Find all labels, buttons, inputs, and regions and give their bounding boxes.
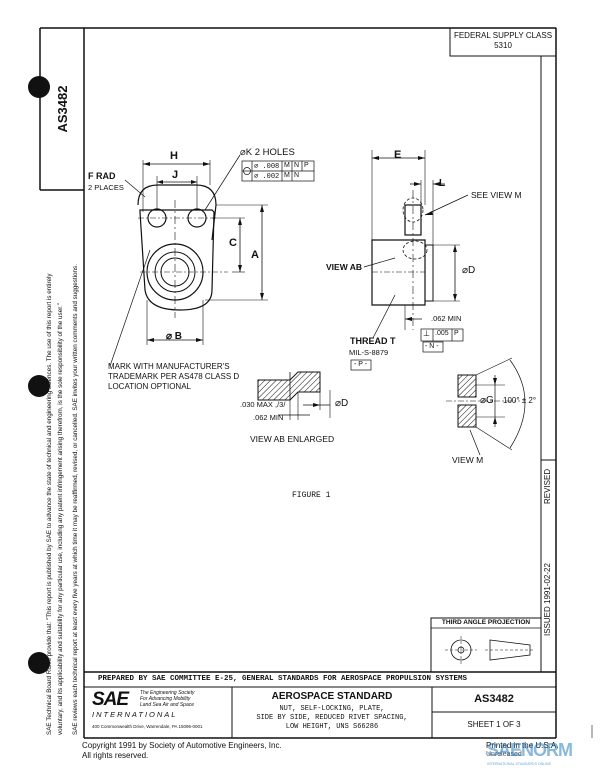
label-062-min: .062 MIN [431,314,462,323]
mark-note-line-3: LOCATION OPTIONAL [108,382,191,391]
label-b: ⌀ B [166,331,183,342]
third-angle-label: THIRD ANGLE PROJECTION [441,619,531,626]
label-g: ⌀G [480,395,494,406]
sae-tagline-3: Land Sea Air and Space [140,702,195,708]
binder-hole-bottom [28,652,50,674]
label-mil-spec: MIL-S-8879 [349,348,389,357]
nut-side-view [350,150,469,371]
label-thread: THREAD T [350,336,396,346]
label-view-ab-enlarged: VIEW AB ENLARGED [250,434,335,444]
copyright-line-1: Copyright 1991 by Society of Automotive … [82,741,282,750]
watermark-subtitle: INTERNATIONAL STANDARDS ONLINE [487,762,551,766]
fcf-row1-tolerance: ⌀ .008 [254,163,280,171]
document-number: AS3482 [474,693,514,705]
mark-note-line-2: TRADEMARK PER AS478 CLASS D [108,372,240,381]
sae-international: INTERNATIONAL [92,710,178,719]
plate-top-view [109,154,315,367]
fcf-row2-tolerance: ⌀ .002 [254,173,280,181]
printed-line-2: Unreleased [486,751,522,758]
issued-label: ISSUED 1991-02-22 [543,563,552,636]
fcf-row2-mod: M [284,172,290,179]
label-see-view-m: SEE VIEW M [471,190,522,200]
federal-supply-class-label: FEDERAL SUPPLY CLASS [453,31,553,40]
label-view-ab: VIEW AB [326,262,363,272]
sae-tagline-1: The Engineering Society [140,690,195,696]
third-angle-symbol [445,636,535,664]
datum-n: - N - [425,343,439,350]
sae-tagline: The Engineering Society For Advancing Mo… [140,690,194,708]
federal-supply-class-value: 5310 [494,41,512,50]
mark-note-line-1: MARK WITH MANUFACTURER'S [108,362,230,371]
sae-tagline-2: For Advancing Mobility [140,696,191,702]
perp-tolerance: .005 [435,330,449,337]
label-f-rad: F RAD [88,171,116,181]
label-k-holes: ⌀K 2 HOLES [240,147,295,158]
perp-datum: P [454,330,459,337]
label-j: J [172,169,179,181]
label-h: H [170,150,178,162]
datum-p: - P - [354,361,368,368]
view-m [446,357,526,456]
standard-title: AEROSPACE STANDARD [271,691,393,702]
label-two-places: 2 PLACES [88,183,124,192]
label-l: L [439,178,446,189]
sae-logo: SAE [92,689,129,710]
fcf-row1-datum-p: P [304,162,309,169]
part-description: NUT, SELF-LOCKING, PLATE, SIDE BY SIDE, … [232,705,432,732]
sheet-number: SHEET 1 OF 3 [467,720,521,729]
prepared-by: PREPARED BY SAE COMMITTEE E-25, GENERAL … [98,675,468,683]
label-062-min-b: .062 MIN [253,413,284,422]
label-a: A [251,249,259,261]
fcf-row1-datum-n: N [294,162,300,169]
part-description-line-2: SIDE BY SIDE, REDUCED RIVET SPACING, [256,714,408,722]
view-ab-enlarged [257,371,331,420]
binder-hole-middle [28,375,50,397]
watermark-logo: SAENORM [487,740,573,760]
label-d2: ⌀D [335,398,349,409]
label-d: ⌀D [462,265,476,276]
binder-hole-top [28,76,50,98]
sae-address: 400 Commonwealth Drive, Warrendale, PA 1… [92,724,203,729]
figure-caption: FIGURE 1 [292,491,331,500]
revised-label: REVISED [543,468,552,504]
part-description-line-3: LOW HEIGHT, UNS S66286 [285,723,379,731]
printed-line-1: Printed in the U.S.A. [486,741,559,750]
label-030-max: .030 MAX ,/3/ [240,400,286,409]
copyright-line-2: All rights reserved. [82,751,149,760]
label-view-m: VIEW M [452,455,484,465]
label-angle: 100° ± 2° [503,396,537,405]
label-c: C [229,237,237,249]
perp-symbol: ⊥ [423,329,430,338]
label-e: E [394,149,402,161]
fcf-row1-mod: M [284,162,290,169]
part-description-line-1: NUT, SELF-LOCKING, PLATE, [279,705,385,713]
fcf-row2-datum-n: N [294,172,300,179]
